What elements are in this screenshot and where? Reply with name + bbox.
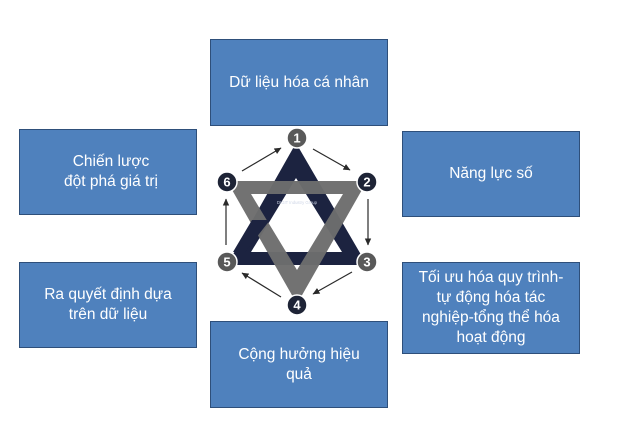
arrow-right-icon [241, 272, 282, 298]
arrow-right-icon [312, 148, 351, 171]
box-line: Ra quyết định dựa [44, 286, 172, 303]
box-efficiency-resonance: Cộng hưởng hiệu quả [210, 321, 388, 408]
number-badge-2: 2 [356, 171, 378, 193]
box-process-optimization: Tối ưu hóa quy trình- tự động hóa tác ng… [402, 262, 580, 354]
box-line: hoạt động [456, 329, 526, 346]
cycle-arrows [222, 147, 372, 298]
number-badge-4: 4 [286, 294, 308, 316]
box-line: Năng lực số [449, 165, 533, 182]
box-line: tự động hóa tác [436, 289, 546, 306]
box-line: nghiệp-tổng thể hóa [422, 309, 560, 326]
box-personal-data: Dữ liệu hóa cá nhân [210, 39, 388, 126]
badge-label: 6 [223, 175, 230, 190]
box-line: đột phá giá trị [64, 173, 158, 190]
box-line: Dữ liệu hóa cá nhân [229, 73, 369, 91]
star-weave-overlap [233, 220, 270, 252]
box-line: quả [286, 365, 312, 383]
badge-label: 5 [223, 255, 230, 270]
number-badge-3: 3 [356, 251, 378, 273]
box-efficiency-resonance-text: Cộng hưởng hiệu quả [224, 345, 373, 385]
box-line: Chiến lược [72, 153, 150, 170]
number-badge-1: 1 [286, 127, 308, 149]
box-line: trên dữ liệu [68, 306, 148, 323]
badge-label: 4 [293, 298, 301, 313]
box-digital-capability: Năng lực số [402, 131, 580, 217]
badge-label: 1 [293, 131, 300, 146]
arrow-right-icon [241, 147, 282, 172]
badge-label: 3 [363, 255, 370, 270]
box-process-optimization-text: Tối ưu hóa quy trình- tự động hóa tác ng… [411, 268, 572, 348]
box-line: Cộng hưởng hiệu [238, 345, 360, 363]
box-line: Tối ưu hóa quy trình- [418, 269, 564, 286]
box-data-driven-decisions: Ra quyết định dựa trên dữ liệu [19, 262, 197, 348]
star-triangle-down [227, 181, 367, 304]
box-personal-data-text: Dữ liệu hóa cá nhân [229, 73, 369, 93]
box-data-driven-decisions-text: Ra quyết định dựa trên dữ liệu [44, 285, 172, 325]
badge-label: 2 [363, 175, 370, 190]
number-badge-5: 5 [216, 251, 238, 273]
number-badge-6: 6 [216, 171, 238, 193]
box-breakthrough-strategy-text: Chiến lược đột phá giá trị [58, 152, 158, 192]
box-digital-capability-text: Năng lực số [449, 164, 533, 184]
box-breakthrough-strategy: Chiến lược đột phá giá trị [19, 129, 197, 215]
star-logo-text: DIGIT Industry Group [277, 200, 318, 205]
arrow-right-icon [312, 271, 353, 295]
